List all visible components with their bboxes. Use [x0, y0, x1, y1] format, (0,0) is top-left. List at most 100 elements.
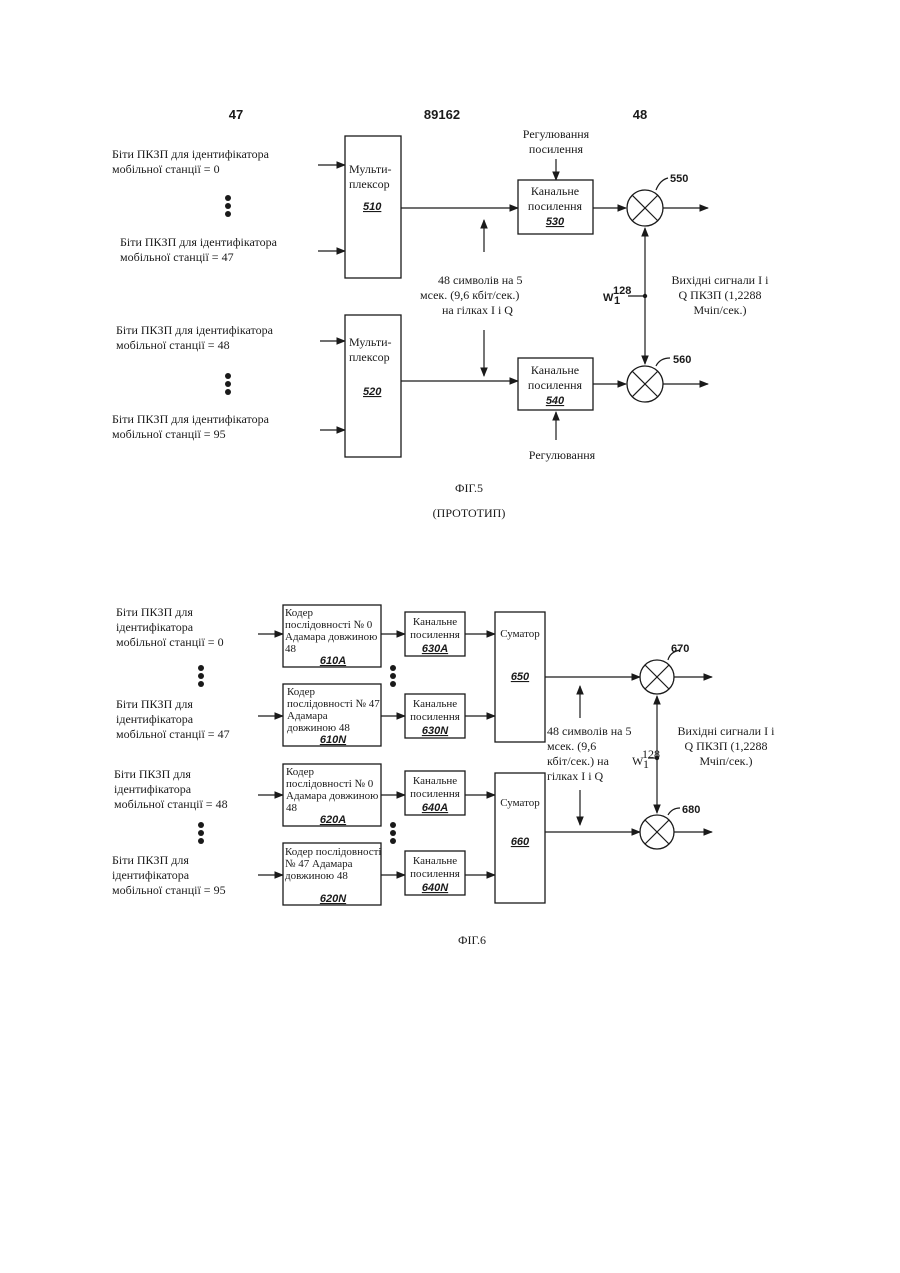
block-label: Мульти- — [349, 335, 392, 349]
fig6-input-95: Біти ПКЗП для ідентифікатора мобільної с… — [112, 853, 226, 897]
block-number: 640A — [422, 802, 448, 814]
input-label-line: мобільної станції = 95 — [112, 427, 226, 441]
block-label: 48 — [285, 643, 297, 655]
note-line: Вихідні сигнали I i — [678, 724, 776, 738]
output-note: Вихідні сигнали I i Q ПКЗП (1,2288 Мчіп/… — [672, 273, 770, 317]
input-label-line: ідентифікатора — [112, 868, 190, 882]
block-label: 48 — [286, 802, 298, 814]
block-number: 530 — [546, 216, 565, 228]
block-number: 620A — [320, 814, 346, 826]
junction-dot — [643, 294, 647, 298]
fig5-ellipsis-top — [225, 195, 231, 217]
block-label: Кодер послідовності — [285, 846, 382, 858]
multiplier-670-icon — [640, 660, 674, 694]
block-number: 540 — [546, 395, 565, 407]
block-number: 610N — [320, 734, 347, 746]
block-label: довжиною 48 — [285, 870, 348, 882]
gain-control-label: Регулювання — [529, 448, 596, 462]
block-label: довжиною 48 — [287, 722, 350, 734]
multiplexer-510: Мульти- плексор 510 — [345, 136, 401, 278]
block-label: Канальне — [413, 698, 457, 710]
hadamard-encoder-610n: Кодер послідовності № 47 Адамара довжино… — [283, 684, 381, 746]
input-label-line: Біти ПКЗП для ідентифікатора — [120, 235, 278, 249]
block-label: Мульти- — [349, 162, 392, 176]
channel-gain-530: Канальне посилення 530 — [518, 180, 593, 234]
output-note: Вихідні сигнали I i Q ПКЗП (1,2288 Мчіп/… — [678, 724, 776, 768]
multiplier-680-icon — [640, 815, 674, 849]
channel-gain-630a: Канальне посилення 630A — [405, 612, 465, 656]
block-number: 660 — [511, 836, 530, 848]
input-label-line: мобільної станції = 48 — [114, 797, 228, 811]
block-label: № 47 Адамара — [285, 858, 353, 870]
fig5-input-0: Біти ПКЗП для ідентифікатора мобільної с… — [112, 147, 270, 176]
input-label-line: ідентифікатора — [114, 782, 192, 796]
block-number: 630A — [422, 643, 448, 655]
gain-control-label: посилення — [529, 142, 584, 156]
input-label-line: ідентифікатора — [116, 620, 194, 634]
summer-660: Суматор 660 — [495, 773, 545, 903]
junction-dot — [655, 756, 659, 760]
multiplier-550-icon — [627, 190, 663, 226]
block-label: Кодер — [285, 607, 313, 619]
leader-line — [656, 178, 668, 190]
hadamard-encoder-620a: Кодер послідовності № 0 Адамара довжиною… — [283, 764, 381, 826]
input-label-line: Біти ПКЗП для — [116, 697, 193, 711]
block-label: послідовності № 47 — [287, 698, 380, 710]
channel-gain-630n: Канальне посилення 630N — [405, 694, 465, 738]
channel-gain-640a: Канальне посилення 640A — [405, 771, 465, 815]
block-label: плексор — [349, 350, 390, 364]
hadamard-encoder-620n: Кодер послідовності № 47 Адамара довжино… — [283, 843, 382, 905]
block-label: посилення — [410, 788, 460, 800]
input-label-line: ідентифікатора — [116, 712, 194, 726]
fig5-input-95: Біти ПКЗП для ідентифікатора мобільної с… — [112, 412, 270, 441]
figure-caption: ФІГ.5 — [455, 481, 483, 495]
input-label-line: мобільної станції = 47 — [120, 250, 234, 264]
block-label: Кодер — [287, 686, 315, 698]
fig6-input-47: Біти ПКЗП для ідентифікатора мобільної с… — [116, 697, 230, 741]
gain-control-label: Регулювання — [523, 127, 590, 141]
input-label-line: мобільної станції = 95 — [112, 883, 226, 897]
block-label: Адамара — [287, 710, 328, 722]
block-number: 520 — [363, 386, 382, 398]
block-label: Суматор — [500, 797, 540, 809]
block-number: 510 — [363, 201, 382, 213]
summer-650: Суматор 650 — [495, 612, 545, 742]
block-label: послідовності № 0 — [285, 619, 373, 631]
note-line: Вихідні сигнали I i — [672, 273, 770, 287]
input-label-line: Біти ПКЗП для — [114, 767, 191, 781]
input-label-line: мобільної станції = 0 — [116, 635, 224, 649]
block-label: Адамара довжиною — [286, 790, 378, 802]
note-line: мсек. (9,6 кбіт/сек.) — [420, 288, 519, 302]
block-label: Суматор — [500, 628, 540, 640]
note-line: гілках I i Q — [547, 769, 604, 783]
block-label: Канальне — [413, 855, 457, 867]
input-label-line: Біти ПКЗП для ідентифікатора — [112, 412, 270, 426]
block-label: Канальне — [413, 616, 457, 628]
walsh-code-label: W 1 128 — [603, 285, 631, 307]
multiplier-number: 680 — [682, 804, 700, 816]
leader-line — [668, 808, 680, 815]
channel-gain-640n: Канальне посилення 640N — [405, 851, 465, 895]
figure-5: Біти ПКЗП для ідентифікатора мобільної с… — [112, 127, 769, 520]
multiplier-number: 560 — [673, 354, 691, 366]
fig5-input-47: Біти ПКЗП для ідентифікатора мобільної с… — [120, 235, 278, 264]
leader-line — [656, 358, 670, 366]
block-label: посилення — [410, 711, 460, 723]
figure-caption: ФІГ.6 — [458, 933, 486, 947]
block-label: посилення — [410, 868, 460, 880]
block-label: посилення — [410, 629, 460, 641]
fig6-ellipsis-inputs-bottom — [198, 822, 204, 844]
input-label-line: Біти ПКЗП для — [112, 853, 189, 867]
figure-subcaption: (ПРОТОТИП) — [433, 506, 506, 520]
note-line: 48 символів на 5 — [547, 724, 632, 738]
input-label-line: Біти ПКЗП для ідентифікатора — [116, 323, 274, 337]
note-line: мсек. (9,6 — [547, 739, 596, 753]
note-line: Q ПКЗП (1,2288 — [678, 288, 761, 302]
multiplier-number: 550 — [670, 173, 688, 185]
block-label: Канальне — [531, 363, 579, 377]
input-label-line: Біти ПКЗП для — [116, 605, 193, 619]
input-label-line: мобільної станції = 47 — [116, 727, 230, 741]
note-line: Мчіп/сек.) — [700, 754, 753, 768]
channel-gain-540: Канальне посилення 540 — [518, 358, 593, 410]
block-label: Адамара довжиною — [285, 631, 377, 643]
